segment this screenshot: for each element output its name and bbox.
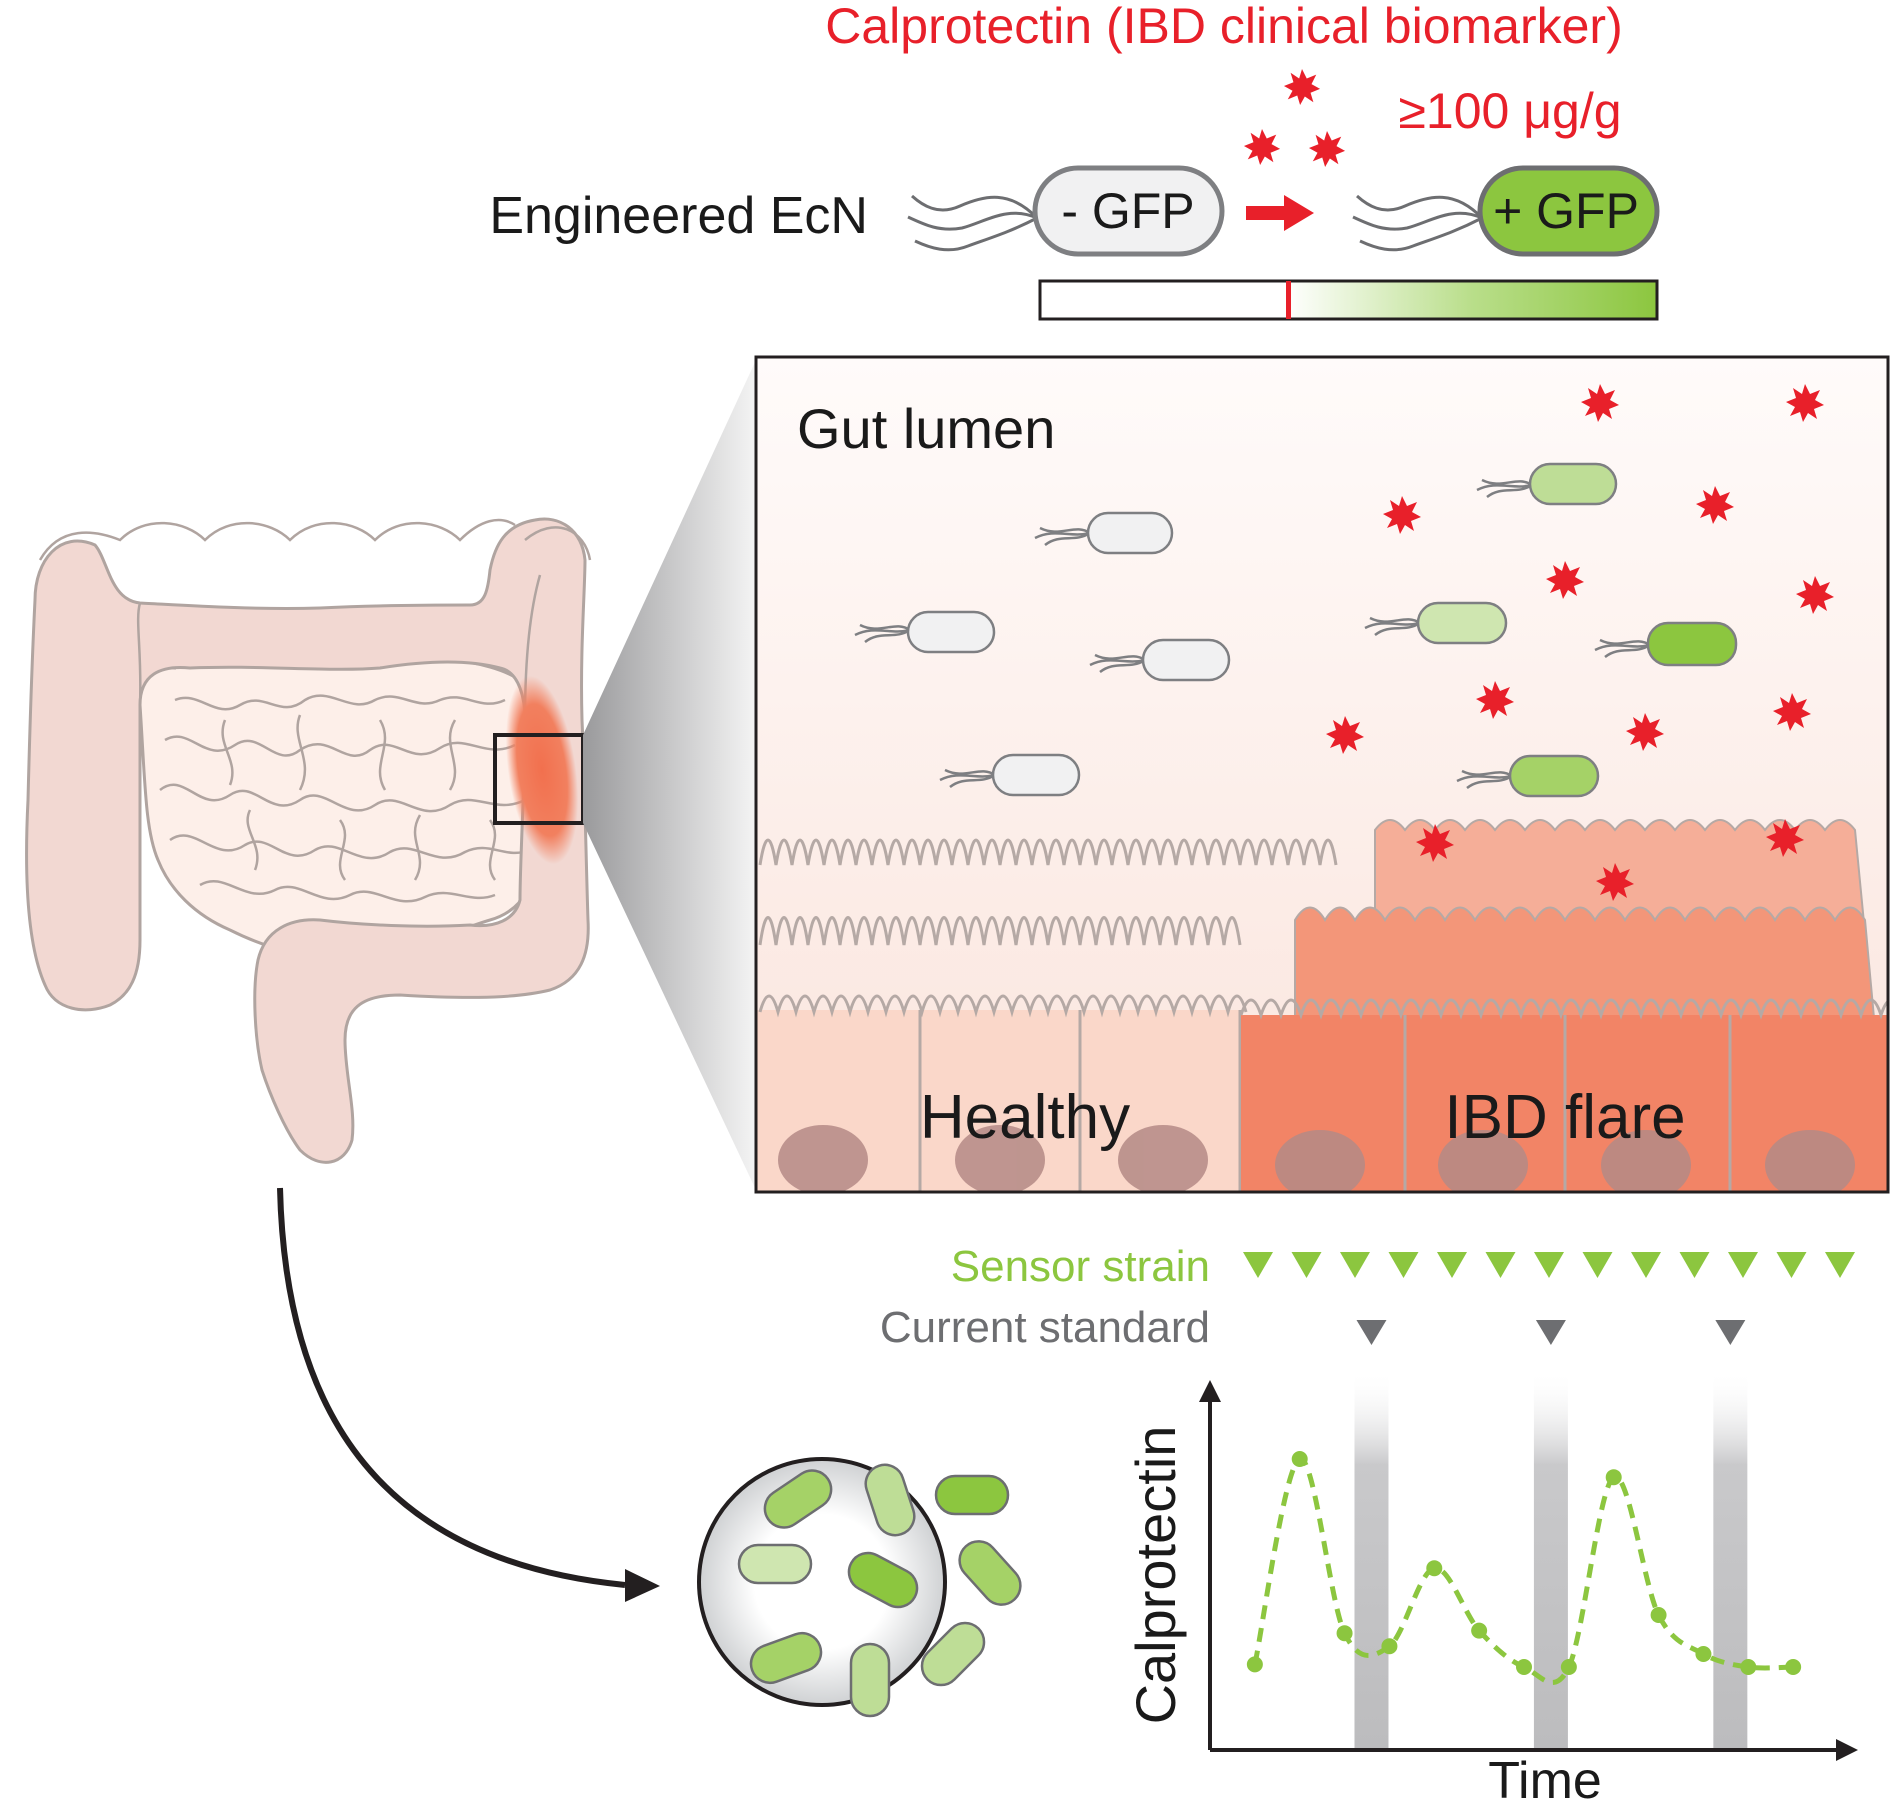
zoom-cone — [583, 360, 756, 1190]
data-point — [1740, 1659, 1757, 1675]
data-point — [1605, 1469, 1622, 1486]
calprotectin-chart: Calprotectin Time — [1124, 1370, 1858, 1805]
bacterium-off — [939, 753, 1081, 797]
standard-sample-band — [1533, 1370, 1568, 1750]
sensor-sample-marker — [1728, 1252, 1758, 1278]
standard-sample-marker — [1535, 1320, 1566, 1345]
standard-sample-bands — [1354, 1370, 1748, 1750]
sensor-sample-marker — [1485, 1252, 1516, 1278]
sensor-sample-marker — [1243, 1252, 1273, 1278]
ibd-flare-label: IBD flare — [1444, 1083, 1685, 1152]
data-point — [1695, 1646, 1712, 1662]
standard-sample-band — [1713, 1370, 1748, 1750]
intestine-illustration — [25, 517, 592, 1164]
gfp-off-label: - GFP — [1061, 183, 1194, 239]
data-point — [1471, 1622, 1488, 1639]
collection-arrow-curve — [277, 1187, 626, 1588]
sensor-sample-marker — [1437, 1252, 1467, 1278]
sensor-sample-marker — [1534, 1252, 1564, 1278]
threshold-marker — [1286, 281, 1291, 319]
cell-nuclei — [778, 1125, 1855, 1192]
bacterium-on-light — [1364, 601, 1508, 645]
standard-sample-markers — [1356, 1320, 1746, 1345]
data-point — [1291, 1451, 1308, 1467]
standard-sample-band — [1354, 1370, 1389, 1750]
data-point — [1560, 1659, 1577, 1675]
strain-label: Engineered EcN — [489, 187, 868, 245]
x-axis-arrow — [1836, 1739, 1858, 1761]
sensor-sample-marker — [1388, 1252, 1419, 1278]
data-point — [1426, 1560, 1443, 1577]
sensor-sample-marker — [1631, 1252, 1661, 1278]
gfp-on-label: + GFP — [1493, 183, 1639, 239]
y-axis-label: Calprotectin — [1124, 1426, 1187, 1725]
data-point — [1381, 1638, 1398, 1655]
sensor-sample-marker — [1776, 1252, 1807, 1278]
petri-dish — [697, 1457, 1022, 1718]
current-standard-label: Current standard — [880, 1303, 1210, 1352]
bacterium-gfp-off: - GFP — [907, 165, 1225, 257]
sensor-sample-marker — [1582, 1252, 1613, 1278]
x-axis-label: Time — [1488, 1752, 1602, 1805]
title: Calprotectin (IBD clinical biomarker) — [825, 0, 1622, 54]
threshold-label: ≥100 μg/g — [1398, 83, 1621, 139]
bacterium-on-light — [1476, 462, 1618, 506]
lumen-title: Gut lumen — [797, 397, 1055, 460]
data-point — [1336, 1625, 1353, 1642]
data-point — [1246, 1656, 1263, 1673]
sensor-sample-marker — [1291, 1252, 1322, 1278]
bacterium-off — [1089, 638, 1231, 682]
calprotectin-series-points — [1246, 1451, 1802, 1675]
healthy-label: Healthy — [920, 1083, 1130, 1152]
sensor-sample-marker — [1340, 1252, 1370, 1278]
sensor-sample-marker — [1825, 1252, 1855, 1278]
standard-sample-marker — [1715, 1320, 1746, 1345]
data-point — [1785, 1659, 1802, 1675]
calprotectin-series-line — [1252, 1456, 1794, 1685]
standard-sample-marker — [1356, 1320, 1387, 1345]
gut-lumen-panel: Gut lumen Healthy IBD flare — [754, 355, 1890, 1194]
sensor-sample-markers — [1243, 1252, 1855, 1278]
bacterium-on-strong — [1594, 621, 1738, 667]
data-point — [1516, 1659, 1532, 1675]
y-axis-arrow — [1199, 1380, 1221, 1402]
activation-arrow — [1246, 195, 1314, 231]
sensor-sample-marker — [1679, 1252, 1710, 1278]
bacterium-gfp-on: + GFP — [1352, 165, 1660, 257]
response-bar — [1038, 279, 1659, 321]
sensor-strain-label: Sensor strain — [951, 1242, 1210, 1291]
data-point — [1650, 1607, 1667, 1623]
calprotectin-burst-group-top — [1243, 68, 1346, 168]
bacterium-off — [854, 610, 996, 654]
lumen-bacteria — [854, 462, 1738, 798]
bacterium-off — [1034, 511, 1174, 555]
collection-arrow-head — [625, 1569, 660, 1602]
bacterium-on-medium — [1456, 754, 1600, 798]
